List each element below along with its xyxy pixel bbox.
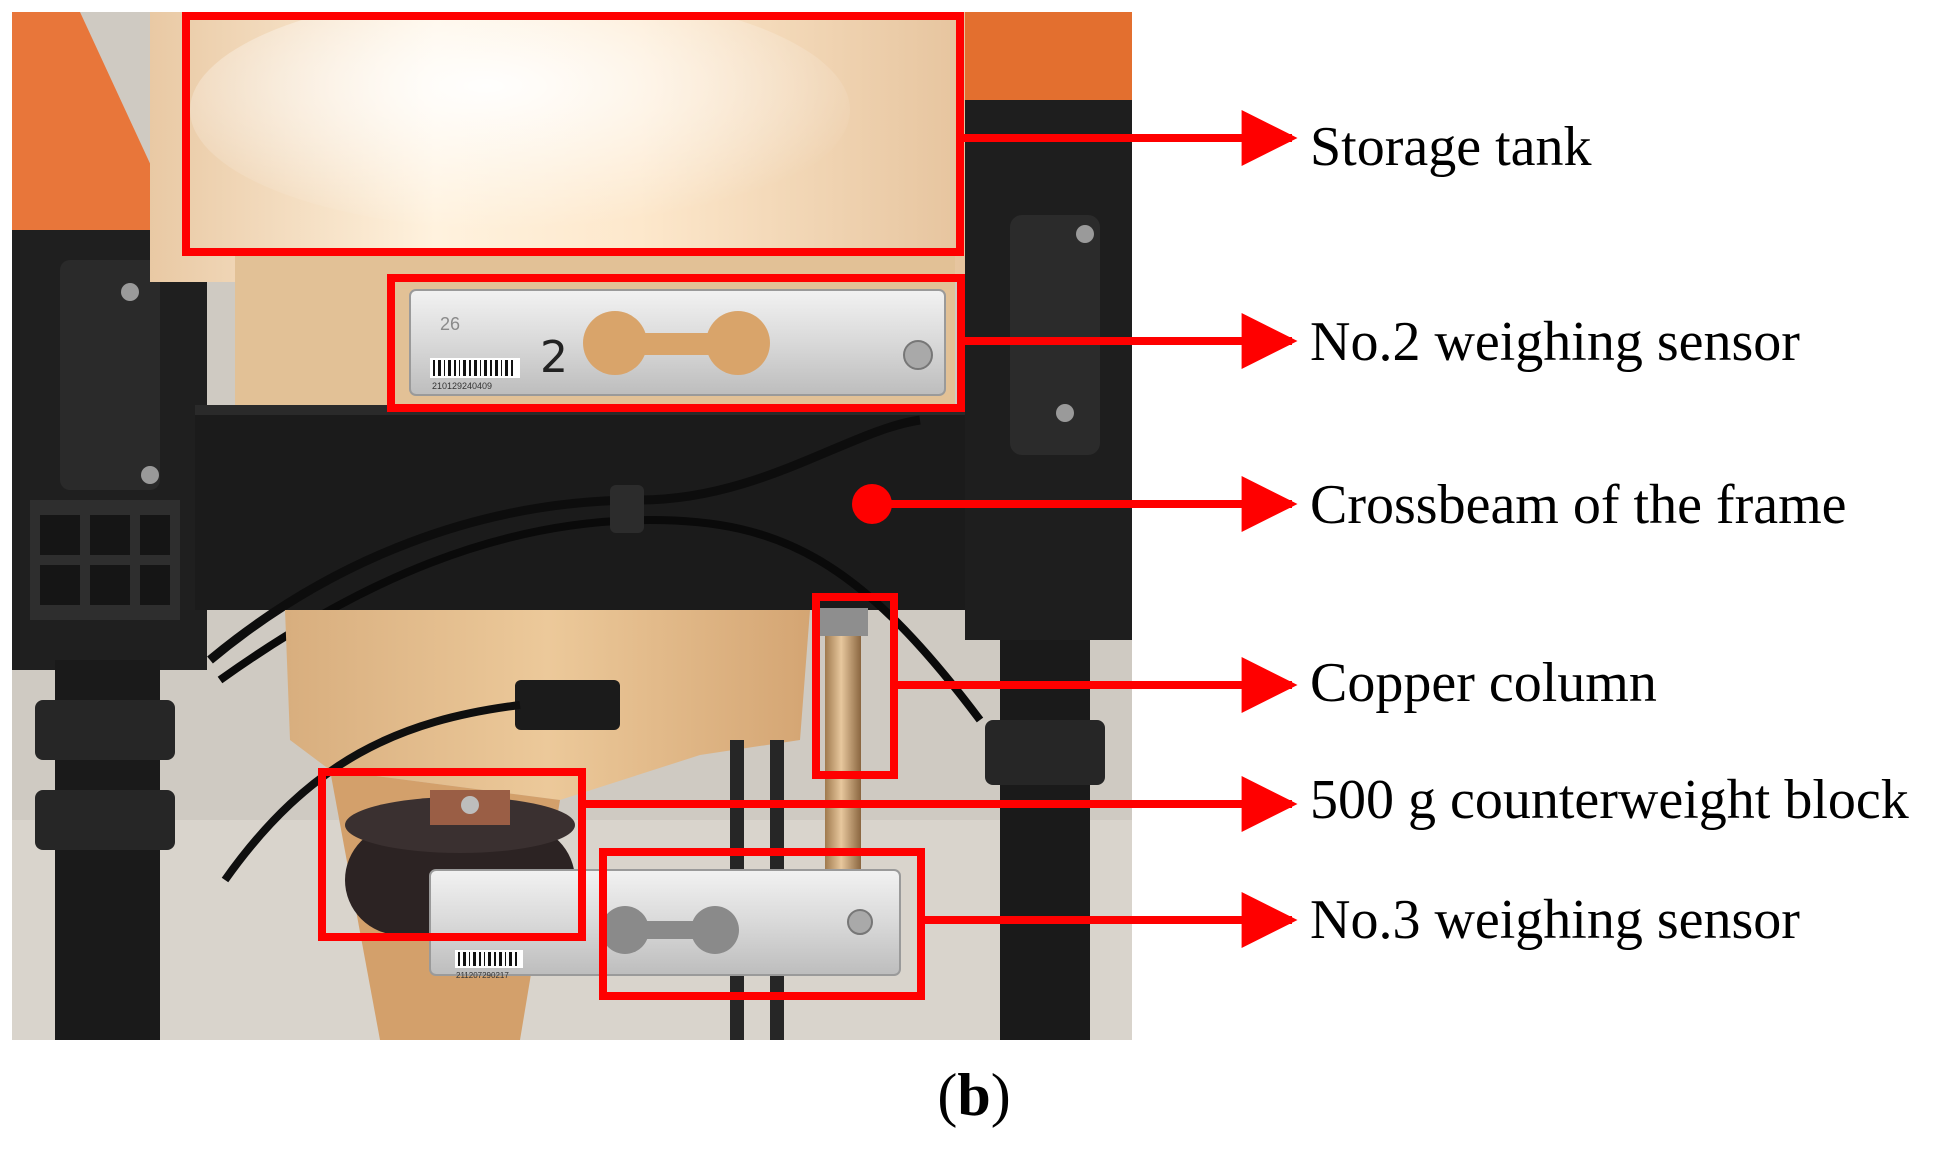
sensor-2-number: 26 (440, 314, 460, 334)
sensor-2-barcode: 210129240409 (430, 358, 520, 391)
left-grille-slots (40, 515, 170, 605)
left-frame-bracket (60, 260, 160, 490)
sensor-3-hole-left (601, 906, 649, 954)
right-leg-clamp (985, 720, 1105, 785)
left-screw-1 (121, 283, 139, 301)
panel-label-close: ) (991, 1062, 1011, 1128)
counterweight-box (318, 768, 586, 941)
orange-cover-right (960, 12, 1132, 120)
right-leg (1000, 640, 1090, 1040)
sensor-2-hole-bridge (640, 333, 715, 355)
copper-column-top-nut (818, 608, 868, 636)
label-sensor-2: No.2 weighing sensor (1310, 311, 1800, 373)
sensor-2-bolt (903, 340, 933, 370)
label-sensor-3: No.3 weighing sensor (1310, 889, 1800, 951)
hopper-bracket (515, 680, 620, 730)
photo: 26 2 210129240409 (12, 0, 1132, 1040)
panel-label-open: ( (937, 1062, 957, 1128)
tank-light-glare (190, 0, 850, 230)
sensor-3-serial: 211207290217 (456, 971, 509, 980)
right-screw-1 (1076, 225, 1094, 243)
left-leg-clamp-2 (35, 790, 175, 850)
right-frame-bracket (1010, 215, 1100, 455)
right-screw-2 (1056, 404, 1074, 422)
sensor-2-hole-right (706, 311, 770, 375)
sensor-2-serial: 210129240409 (432, 381, 492, 391)
sensor-2-handwritten-mark: 2 (540, 332, 568, 383)
label-crossbeam: Crossbeam of the frame (1310, 474, 1846, 536)
sensor-3-bolt (847, 909, 873, 935)
sensor-3-barcode: 211207290217 (455, 950, 523, 980)
sensor-3-hole-bridge (640, 921, 700, 939)
copper-column (825, 610, 861, 900)
sensor-3-hole-right (691, 906, 739, 954)
cable-3 (221, 701, 521, 883)
orange-cover-left (12, 12, 190, 260)
panel-label-letter: b (957, 1062, 990, 1128)
counterweight-bolt (461, 796, 479, 814)
cable-tie (610, 485, 644, 533)
leader-arrows (582, 110, 1298, 948)
panel-label: (b) (937, 1062, 1010, 1128)
labels: Storage tank No.2 weighing sensor Crossb… (1310, 116, 1909, 951)
sensor-2-hole-left (583, 311, 647, 375)
label-copper-column: Copper column (1310, 652, 1657, 714)
label-storage-tank: Storage tank (1310, 116, 1591, 178)
left-screw-2 (141, 466, 159, 484)
left-leg-clamp (35, 700, 175, 760)
label-counterweight: 500 g counterweight block (1310, 769, 1909, 831)
